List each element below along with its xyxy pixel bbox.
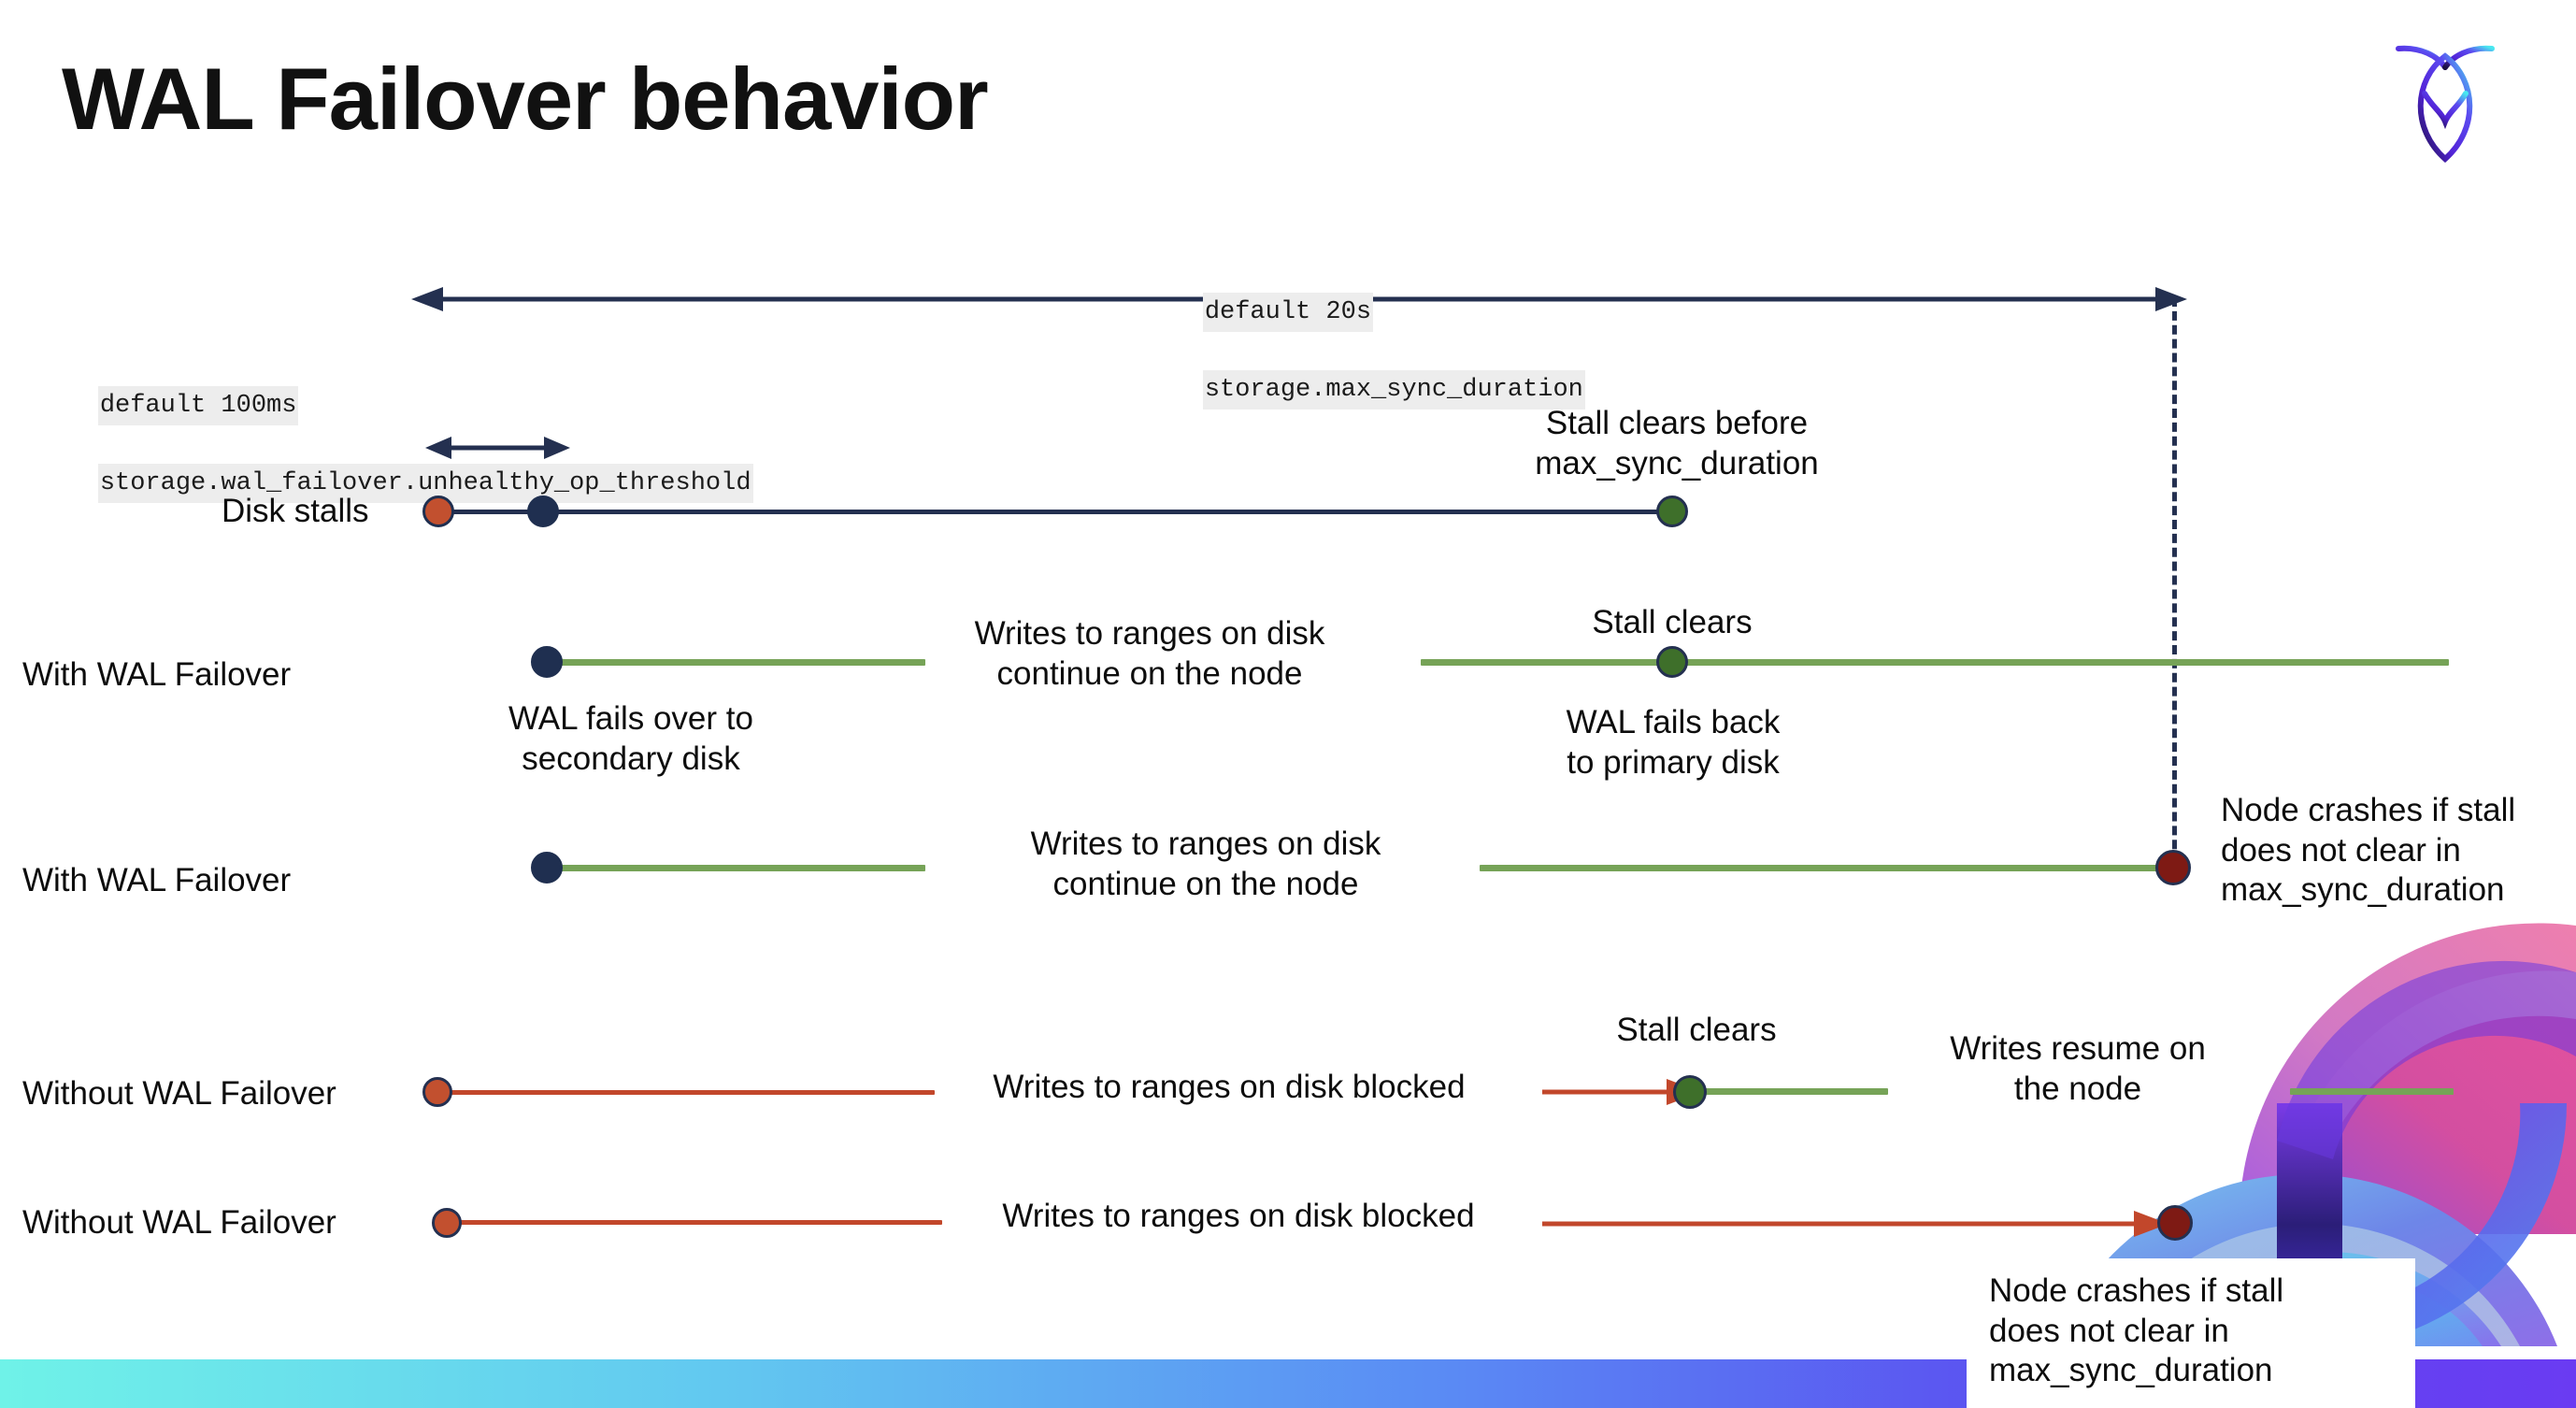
note-writes-blocked-1: Writes to ranges on disk blocked (993, 1069, 1466, 1105)
wal-failover-2-start-dot (531, 852, 563, 884)
unhealthy-op-threshold-default: default 100ms (97, 385, 299, 425)
disk-stall-clear-dot (1656, 496, 1688, 527)
row-label-disk-stalls: Disk stalls (222, 493, 369, 529)
without-failover-2-segment-left (456, 1220, 942, 1225)
note-node-crashes-1: Node crashes if stall does not clear in … (2221, 792, 2516, 909)
note-stall-clears-before-maxsync: Stall clears before max_sync_duration (1535, 405, 1819, 481)
note-writes-resume: Writes resume on the node (1950, 1030, 2206, 1107)
unhealthy-op-threshold-setting: storage.wal_failover.unhealthy_op_thresh… (97, 463, 753, 503)
without-failover-1-segment-left (449, 1090, 935, 1095)
without-failover-1-segment-resume-far (2290, 1088, 2454, 1095)
without-failover-2-crash-dot (2157, 1205, 2193, 1241)
wal-failover-1-stall-clear-dot (1656, 646, 1688, 678)
max-sync-duration-setting: storage.max_sync_duration (1202, 369, 1585, 409)
without-failover-1-start-dot (422, 1077, 452, 1107)
wal-failover-2-segment-left (551, 865, 925, 871)
max-sync-duration-default: default 20s (1202, 292, 1374, 332)
cockroachdb-logo-icon (2396, 45, 2495, 164)
wal-failover-2-crash-dot (2155, 850, 2191, 885)
row-label-with-wal-failover-2: With WAL Failover (22, 862, 292, 898)
disk-stall-start-dot (422, 496, 454, 527)
wal-failover-1-segment-right (1421, 659, 2449, 666)
without-failover-2-start-dot (432, 1208, 462, 1238)
note-writes-continue-2: Writes to ranges on disk continue on the… (1030, 826, 1381, 902)
wal-failover-1-start-dot (531, 646, 563, 678)
wal-failover-2-segment-right (1480, 865, 2176, 871)
note-writes-blocked-2: Writes to ranges on disk blocked (1002, 1198, 1475, 1234)
row-label-with-wal-failover-1: With WAL Failover (22, 656, 292, 693)
note-wal-fails-over-secondary: WAL fails over to secondary disk (508, 700, 753, 777)
unhealthy-op-threshold-span-arrow (425, 437, 570, 459)
disk-stalls-timeline-segment (439, 510, 1673, 514)
without-failover-1-segment-resume (1701, 1088, 1888, 1095)
without-failover-1-stall-clear-dot (1673, 1075, 1707, 1109)
max-sync-duration-annotation: default 20s storage.max_sync_duration (1142, 254, 1585, 448)
without-failover-2-blocked-arrow (1542, 1211, 2168, 1237)
disk-stall-failover-dot (527, 496, 559, 527)
note-wal-fails-back-primary: WAL fails back to primary disk (1566, 704, 1781, 781)
unhealthy-op-threshold-annotation: default 100ms storage.wal_failover.unhea… (37, 348, 753, 541)
row-label-without-wal-failover-2: Without WAL Failover (22, 1204, 336, 1241)
wal-failover-1-segment-left (551, 659, 925, 666)
note-stall-clears-2: Stall clears (1616, 1012, 1777, 1048)
page-title: WAL Failover behavior (62, 50, 989, 148)
row-label-without-wal-failover-1: Without WAL Failover (22, 1075, 336, 1112)
max-sync-duration-dashed-connector (2172, 297, 2177, 877)
note-stall-clears-1: Stall clears (1592, 604, 1753, 640)
note-writes-continue-1: Writes to ranges on disk continue on the… (974, 615, 1325, 692)
note-node-crashes-2: Node crashes if stall does not clear in … (1967, 1258, 2415, 1408)
